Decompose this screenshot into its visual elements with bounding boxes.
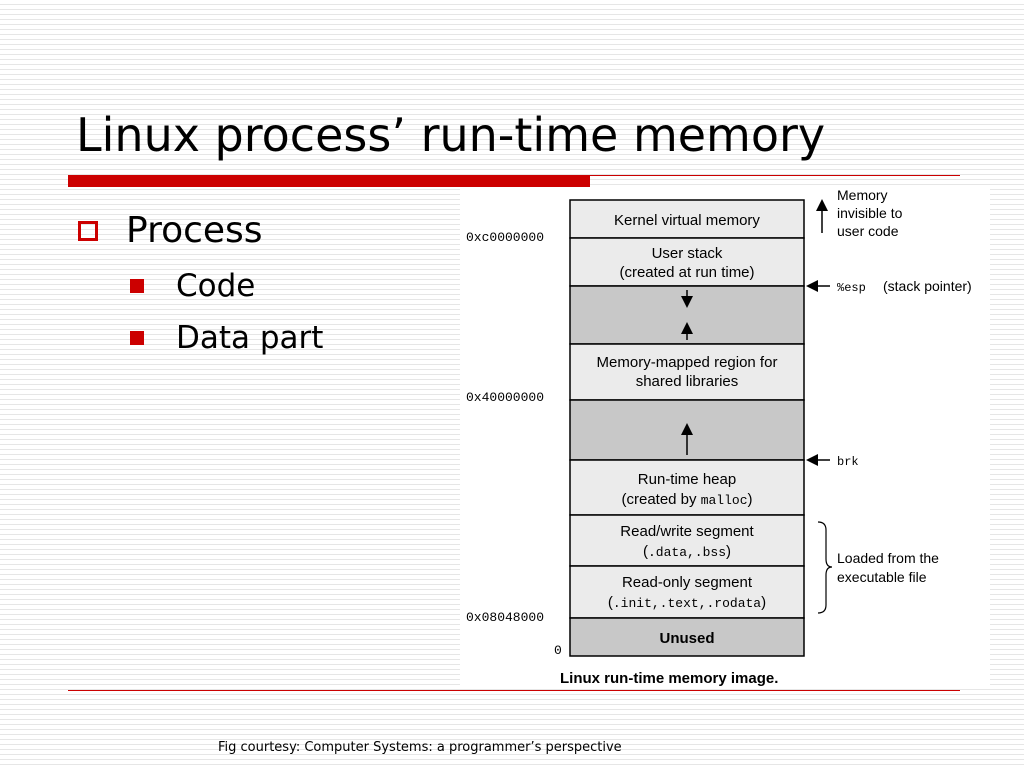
mmap-label: Memory-mapped region for bbox=[597, 354, 778, 371]
figure-credit: Fig courtesy: Computer Systems: a progra… bbox=[218, 740, 622, 755]
user-stack-sublabel: (created at run time) bbox=[619, 264, 754, 281]
ro-segment-label: Read-only segment bbox=[622, 574, 753, 591]
rw-segment-label: Read/write segment bbox=[620, 523, 754, 540]
bullet-code-text: Code bbox=[176, 268, 256, 304]
hollow-square-bullet-icon bbox=[78, 220, 98, 241]
loaded-label-line2: executable file bbox=[837, 569, 927, 585]
filled-square-bullet-icon bbox=[130, 331, 144, 345]
address-text: 0x08048000 bbox=[466, 610, 544, 625]
brk-label: brk bbox=[837, 455, 859, 469]
bullet-data-part-text: Data part bbox=[176, 320, 324, 356]
bullet-code: Code bbox=[130, 268, 255, 304]
memory-layout-figure: Kernel virtual memory User stack (create… bbox=[460, 187, 990, 689]
kernel-block bbox=[569, 199, 805, 239]
rw-segment-sublabel: (.data,.bss) bbox=[643, 543, 731, 560]
memory-layout-diagram: Kernel virtual memory User stack (create… bbox=[466, 187, 972, 687]
kernel-label: Kernel virtual memory bbox=[614, 212, 760, 229]
unused-label: Unused bbox=[659, 630, 714, 647]
invisible-label-line3: user code bbox=[837, 223, 899, 239]
heap-label: Run-time heap bbox=[638, 471, 736, 488]
footer-divider-line bbox=[68, 690, 960, 691]
address-zero: 0 bbox=[554, 643, 562, 658]
invisible-label-line1: Memory bbox=[837, 187, 888, 203]
mmap-sublabel: shared libraries bbox=[636, 373, 739, 390]
ro-segment-sublabel: (.init,.text,.rodata) bbox=[608, 594, 766, 611]
bullet-process-text: Process bbox=[126, 210, 263, 251]
title-accent-bar bbox=[68, 175, 590, 187]
loaded-brace-icon bbox=[817, 521, 833, 614]
heap-sublabel: (created by malloc) bbox=[621, 491, 752, 508]
esp-description: (stack pointer) bbox=[883, 278, 972, 294]
address-kernel: 0xc0000000 bbox=[466, 230, 544, 245]
user-stack-label: User stack bbox=[652, 245, 723, 262]
figure-caption: Linux run-time memory image. bbox=[560, 670, 778, 687]
slide-title: Linux process’ run-time memory bbox=[76, 108, 826, 162]
rw-segment-block bbox=[569, 514, 805, 567]
loaded-label-line1: Loaded from the bbox=[837, 550, 939, 566]
bullet-process: Process bbox=[78, 210, 263, 251]
unused-block bbox=[569, 617, 805, 657]
invisible-label-line2: invisible to bbox=[837, 205, 903, 221]
title-divider-line bbox=[68, 175, 960, 176]
mmap-block bbox=[569, 343, 805, 401]
address-mmap: 0x40000000 bbox=[466, 390, 544, 405]
esp-register-label: %esp bbox=[837, 281, 866, 295]
bullet-data-part: Data part bbox=[130, 320, 323, 356]
filled-square-bullet-icon bbox=[130, 279, 144, 293]
user-stack-block bbox=[569, 237, 805, 287]
